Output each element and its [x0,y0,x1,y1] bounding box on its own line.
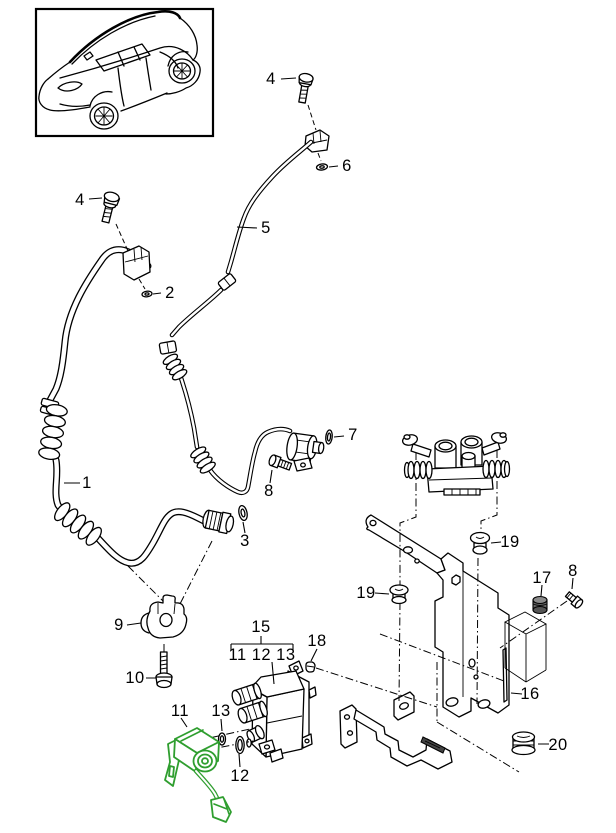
solenoid-cable [193,768,221,803]
callout-15[interactable]: 15 [251,617,271,636]
construction-lines-right [315,450,568,773]
callout-leader-lines [64,77,574,768]
solenoid-valve-11[interactable] [164,727,232,823]
valve-body-15 [231,660,317,763]
callout-11[interactable]: 11 [170,701,190,720]
callout-5[interactable]: 5 [261,218,271,237]
pipe-line-5 [158,139,314,496]
callout-17[interactable]: 17 [532,568,552,587]
alignment-dashes-top [307,104,322,162]
hose-1 [38,246,235,567]
group-15-bracket [230,636,294,685]
callout-12[interactable]: 12 [230,766,250,785]
callout-15-members[interactable]: 11 12 13 [228,645,296,664]
bolt-8-bracket [564,591,584,609]
retaining-clip-left [122,245,151,281]
cable-connector [210,796,232,823]
bolt-10 [155,651,173,689]
clamp-9 [140,594,188,639]
bolt-8-valve [268,454,293,471]
washer-6 [315,163,329,171]
oring-3 [238,504,248,522]
retaining-clip-top [304,129,330,153]
valve-block [401,432,511,496]
callout-19-left[interactable]: 19 [356,583,376,602]
callout-6[interactable]: 6 [342,156,352,175]
callout-1[interactable]: 1 [82,473,92,492]
car-illustration [38,10,201,130]
callout-16[interactable]: 16 [520,684,540,703]
oring-12 [235,735,245,755]
alignment-dashes-left [115,223,146,290]
callout-10[interactable]: 10 [125,668,145,687]
callout-8-valve[interactable]: 8 [264,481,274,500]
callout-18[interactable]: 18 [307,631,327,650]
callout-13[interactable]: 13 [211,701,231,720]
callout-20[interactable]: 20 [548,735,568,754]
oring-7 [325,429,333,445]
convergence-lines-clamp [127,540,213,655]
bolt-4-top [298,72,314,104]
washer-13 [217,732,227,746]
callout-3[interactable]: 3 [240,531,250,550]
phantom-mount-box [504,611,547,683]
nut-18 [305,661,316,673]
washer-2 [141,290,153,298]
grommet-19-right [469,531,491,555]
hose-1-end-fitting [202,509,235,535]
callout-4-left[interactable]: 4 [75,190,85,209]
callout-9[interactable]: 9 [114,615,124,634]
callout-4-top[interactable]: 4 [266,69,276,88]
callout-19-right[interactable]: 19 [500,532,520,551]
valve-fitting [286,432,325,472]
bracket-16 [339,514,510,770]
callout-8-bracket[interactable]: 8 [568,561,578,580]
callout-7[interactable]: 7 [348,425,358,444]
grommet-19-left [389,584,409,605]
callout-2[interactable]: 2 [165,283,175,302]
bushing-17 [532,595,548,615]
car-inset-box [34,7,215,138]
bolt-4-left [101,191,121,224]
cap-20 [511,731,536,756]
